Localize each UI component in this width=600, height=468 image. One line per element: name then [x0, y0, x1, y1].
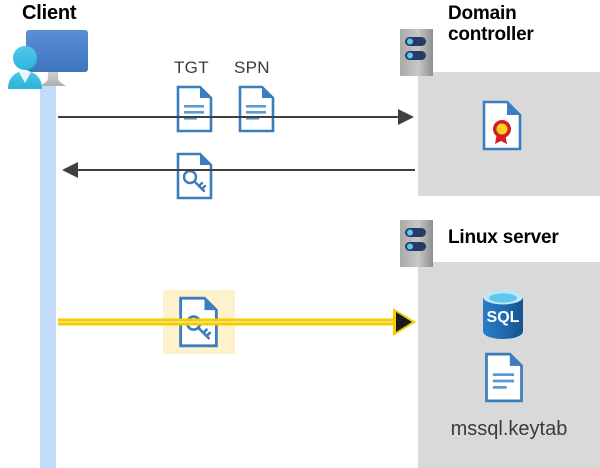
tgt-label: TGT [174, 58, 209, 77]
server-rack-icon-linux-server [400, 220, 433, 267]
certificate-document-icon [482, 100, 522, 151]
sql-database-icon: SQL [480, 288, 526, 340]
page-title-linux-server: Linux server [448, 227, 559, 248]
arrow-client-to-dc [58, 109, 414, 125]
svg-text:SQL: SQL [487, 309, 520, 326]
spn-label: SPN [234, 58, 270, 77]
document-icon-keytab [484, 352, 524, 403]
arrow-client-to-linux-server [58, 308, 416, 336]
keytab-filename-label: mssql.keytab [450, 418, 568, 440]
page-title-client: Client [22, 2, 77, 24]
arrow-dc-to-client [62, 162, 415, 178]
client-lifeline [40, 86, 56, 468]
document-icon-tgt [176, 85, 213, 133]
server-rack-icon-domain-controller [400, 29, 433, 76]
client-icon [4, 27, 96, 95]
document-icon-spn [238, 85, 275, 133]
page-title-domain-controller: Domain controller [448, 3, 534, 46]
key-document-icon-request [178, 296, 219, 348]
key-document-icon-response [176, 152, 213, 200]
